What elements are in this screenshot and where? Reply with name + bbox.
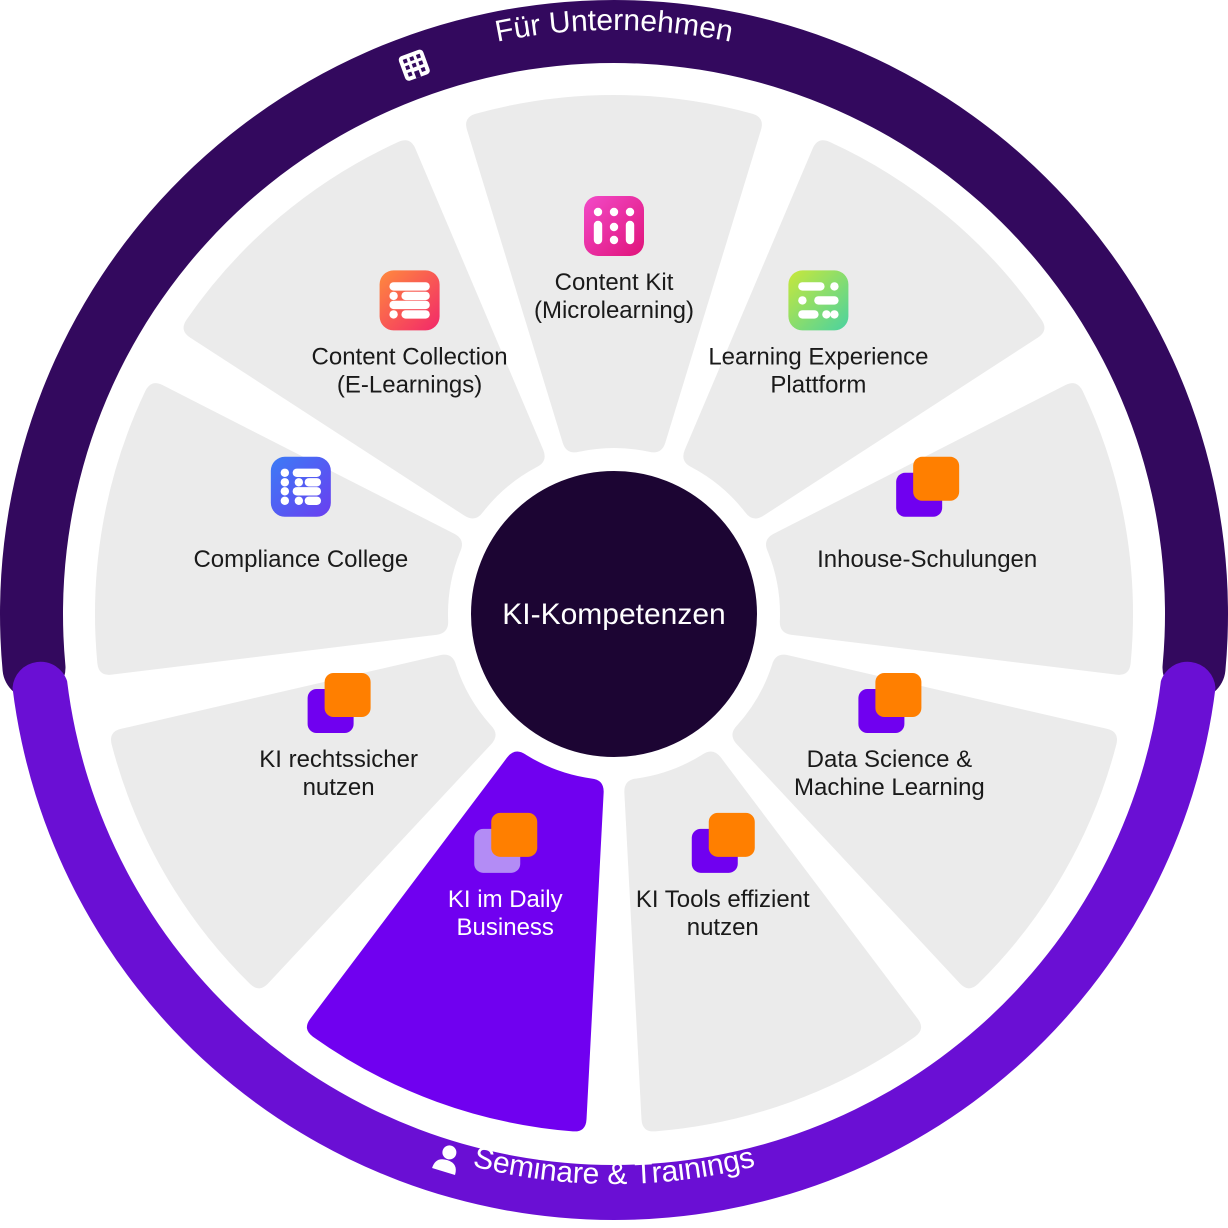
segment-label: (E-Learnings)	[337, 371, 482, 398]
compliance-college-icon	[270, 456, 331, 517]
learning-experience-icon	[788, 270, 849, 331]
segment-data-science[interactable]: Data Science &Machine Learning	[730, 652, 1119, 991]
segment-label: Plattform	[770, 371, 866, 398]
segment-label: Content Collection	[312, 343, 508, 370]
stacked-squares-icon	[896, 456, 960, 517]
segment-label: Inhouse-Schulungen	[817, 546, 1037, 573]
segment-shape	[764, 381, 1135, 677]
segment-label: nutzen	[687, 914, 759, 941]
segments: Content Kit(Microlearning)Learning Exper…	[93, 93, 1135, 1134]
ring-seminare-trainings[interactable]	[12, 661, 1216, 1221]
segment-shape	[109, 652, 498, 991]
segment-inhouse-schulungen[interactable]: Inhouse-Schulungen	[764, 381, 1135, 677]
center-circle	[465, 465, 763, 763]
segment-compliance-college[interactable]: Compliance College	[93, 381, 464, 677]
stacked-squares-icon	[691, 812, 755, 873]
segment-label: KI Tools effizient	[636, 886, 810, 913]
stacked-squares-icon	[307, 673, 371, 733]
segment-label: Compliance College	[193, 546, 408, 573]
center-hub[interactable]: KI-Kompetenzen	[465, 465, 763, 763]
segment-label: KI rechtssicher	[259, 746, 418, 773]
building-icon	[398, 49, 430, 81]
segment-content-collection[interactable]: Content Collection(E-Learnings)	[181, 138, 547, 521]
center-label: KI-Kompetenzen	[502, 598, 725, 631]
segment-label: Machine Learning	[794, 774, 985, 801]
segment-label: KI im Daily	[448, 886, 563, 913]
segment-label: (Microlearning)	[534, 297, 694, 324]
segment-content-kit[interactable]: Content Kit(Microlearning)	[464, 93, 764, 455]
segment-label: Data Science &	[807, 746, 972, 773]
segment-shape	[681, 138, 1047, 521]
stacked-squares-icon	[858, 673, 922, 733]
segment-shape	[730, 652, 1119, 991]
segment-label: Content Kit	[555, 269, 674, 296]
content-kit-icon	[584, 196, 644, 256]
segment-shape	[181, 138, 547, 521]
segment-label: nutzen	[303, 774, 375, 801]
content-collection-icon	[379, 270, 440, 331]
stacked-squares-icon	[474, 812, 538, 873]
segment-shape	[464, 93, 764, 455]
person-icon	[432, 1145, 457, 1176]
segment-label: Business	[457, 914, 554, 941]
segment-shape	[93, 381, 464, 677]
segment-label: Learning Experience	[708, 343, 928, 370]
